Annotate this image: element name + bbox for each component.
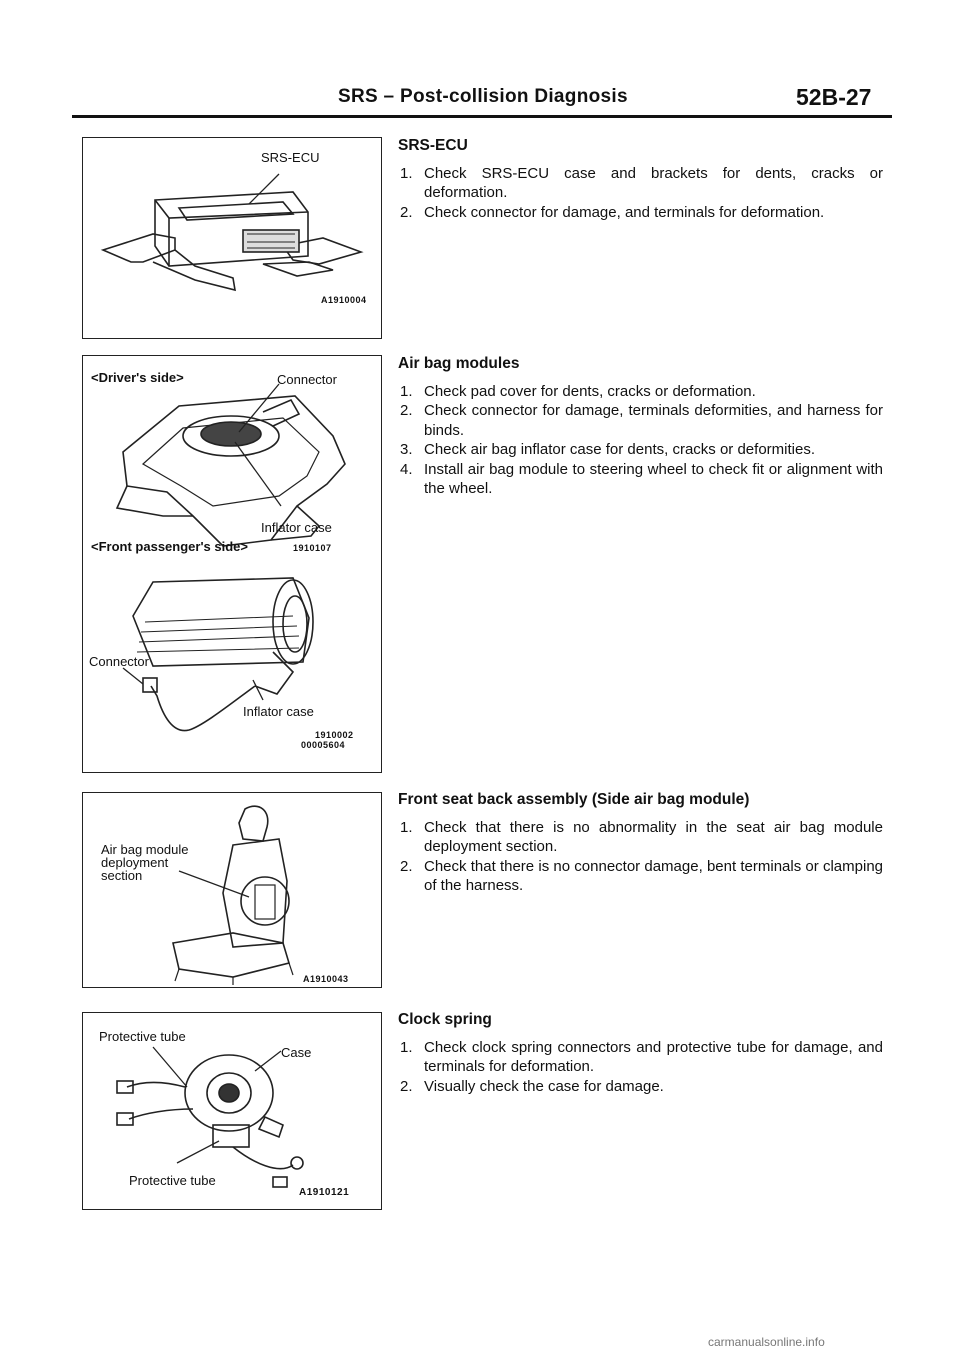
list-item: 1.Check clock spring connectors and prot… — [400, 1038, 883, 1076]
page-number: 52B-27 — [796, 84, 872, 110]
figure-code: 1910107 — [293, 543, 332, 553]
airbag-figure: <Driver's side> Connector Inflator case … — [82, 355, 382, 773]
page-title: SRS – Post-collision Diagnosis — [338, 86, 628, 107]
figure-code: A1910004 — [321, 295, 367, 305]
seat-section: Front seat back assembly (Side air bag m… — [398, 790, 883, 896]
protective-tube-bottom-label: Protective tube — [129, 1173, 216, 1188]
seat-callout-line2: deployment — [101, 855, 169, 870]
passenger-connector-label: Connector — [89, 654, 149, 669]
list-item: 1.Check that there is no abnormality in … — [400, 818, 883, 856]
header-rule — [72, 115, 892, 118]
list-item: 2.Visually check the case for damage. — [400, 1077, 664, 1095]
srs-ecu-section: SRS-ECU 1.Check SRS-ECU case and bracket… — [398, 136, 883, 222]
figure-code: 00005604 — [301, 740, 346, 750]
driver-inflator-label: Inflator case — [261, 520, 332, 535]
case-label: Case — [281, 1045, 312, 1060]
section-heading: Clock spring — [398, 1011, 492, 1028]
passenger-inflator-label: Inflator case — [243, 704, 314, 719]
clock-spring-illustration — [116, 1046, 304, 1188]
page-header: SRS – Post-collision Diagnosis 52B-27 — [0, 0, 960, 120]
srs-ecu-illustration — [100, 173, 364, 292]
list-item: 2.Check connector for damage, terminals … — [400, 402, 883, 439]
passenger-side-title: <Front passenger's side> — [91, 539, 248, 554]
seat-callout-line3: section — [101, 868, 143, 883]
driver-connector-label: Connector — [277, 372, 337, 387]
protective-tube-top-label: Protective tube — [99, 1029, 186, 1044]
srs-ecu-callout: SRS-ECU — [261, 150, 320, 165]
clock-spring-section: Clock spring 1.Check clock spring connec… — [398, 1010, 883, 1096]
airbag-illustration — [115, 383, 346, 732]
seat-figure: Air bag module deployment section A19100… — [82, 792, 382, 988]
srs-ecu-figure: SRS-ECU A1910004 — [82, 137, 382, 339]
list-item: 2.Check that there is no connector damag… — [400, 857, 883, 895]
list-item: 1.Check SRS-ECU case and brackets for de… — [400, 164, 883, 202]
figure-code: A1910043 — [303, 974, 349, 984]
seat-callout-line1: Air bag module — [101, 842, 189, 857]
list-item: 4.Install air bag module to steering whe… — [400, 460, 883, 498]
figure-code: 1910002 — [315, 730, 354, 740]
watermark: carmanualsonline.info — [708, 1335, 825, 1349]
driver-side-title: <Driver's side> — [91, 370, 184, 385]
clock-spring-figure: Protective tube Case Protective tube A19… — [82, 1012, 382, 1210]
section-heading: Air bag modules — [398, 355, 520, 372]
list-item: 3.Check air bag inflator case for dents,… — [400, 441, 815, 458]
seat-illustration — [172, 805, 294, 985]
figure-code: A1910121 — [299, 1187, 350, 1198]
section-heading: SRS-ECU — [398, 137, 468, 154]
list-item: 1.Check pad cover for dents, cracks or d… — [400, 382, 756, 400]
list-item: 2.Check connector for damage, and termin… — [400, 203, 825, 221]
airbag-section: Air bag modules 1.Check pad cover for de… — [398, 354, 883, 499]
section-heading: Front seat back assembly (Side air bag m… — [398, 791, 750, 808]
